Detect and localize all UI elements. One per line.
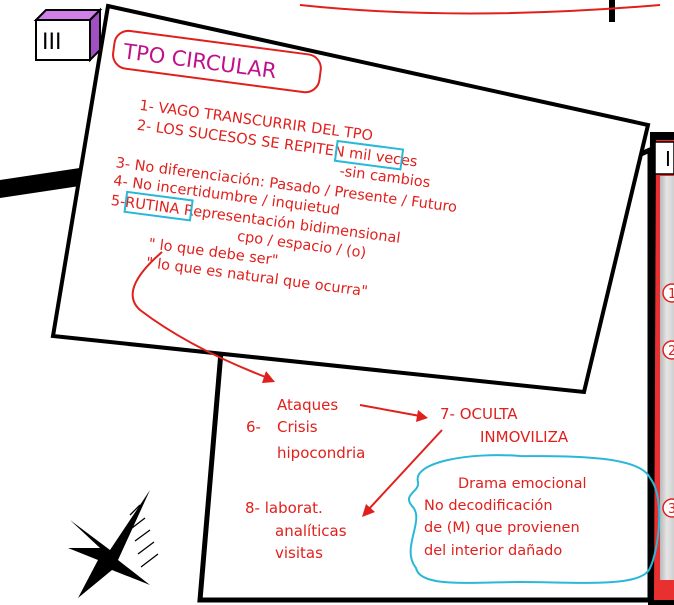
- right-marker-label-2: 2: [668, 344, 674, 359]
- hipocondria-label: hipocondria: [277, 444, 365, 462]
- drama-line-2: No decodificación: [424, 498, 553, 514]
- right-marker-2: [662, 340, 674, 360]
- drama-line-4: del interior dañado: [424, 543, 562, 559]
- right-tab-letter: I: [665, 147, 671, 171]
- top-red-curve: [299, 4, 661, 15]
- right-marker-1: [662, 283, 674, 303]
- six-number: 6-: [246, 418, 261, 436]
- rutina-word: RUTINA: [124, 195, 180, 218]
- rutina-arrowhead: [262, 371, 275, 383]
- drama-line-1: Drama emocional: [458, 476, 587, 492]
- main-card: [50, 3, 651, 395]
- drama-cloud: [408, 454, 661, 584]
- arrow-6-to-7: [359, 404, 421, 417]
- arrowhead-7-to-8: [362, 504, 375, 517]
- section-tab: [33, 7, 103, 63]
- right-marker-label-1: 1: [668, 287, 674, 302]
- ataques-label: Ataques: [277, 396, 338, 414]
- drama-line-3: de (M) que provienen: [424, 520, 580, 536]
- rutina-highlight-box: [123, 190, 194, 222]
- eight-analiticas: analíticas: [275, 522, 347, 540]
- seven-inmoviliza: INMOVILIZA: [480, 428, 569, 446]
- repiten-highlight-box: [333, 139, 405, 171]
- eight-visitas: visitas: [275, 544, 323, 562]
- crisis-label: Crisis: [277, 418, 318, 436]
- seven-oculta: 7- OCULTA: [440, 405, 518, 423]
- eight-laborat: 8- laborat.: [245, 499, 323, 517]
- rutina-arrow: [131, 251, 269, 379]
- right-marker-3: [662, 498, 674, 518]
- right-tab-box: [654, 141, 674, 175]
- section-numeral: III: [42, 30, 61, 55]
- repiten-word: REPITEN: [283, 137, 346, 161]
- title-frame: [112, 29, 322, 94]
- right-marker-label-3: 3: [668, 502, 674, 517]
- arrowhead-6-to-7: [416, 410, 428, 422]
- arrow-7-to-8: [367, 429, 443, 511]
- signature-logo: [68, 490, 159, 598]
